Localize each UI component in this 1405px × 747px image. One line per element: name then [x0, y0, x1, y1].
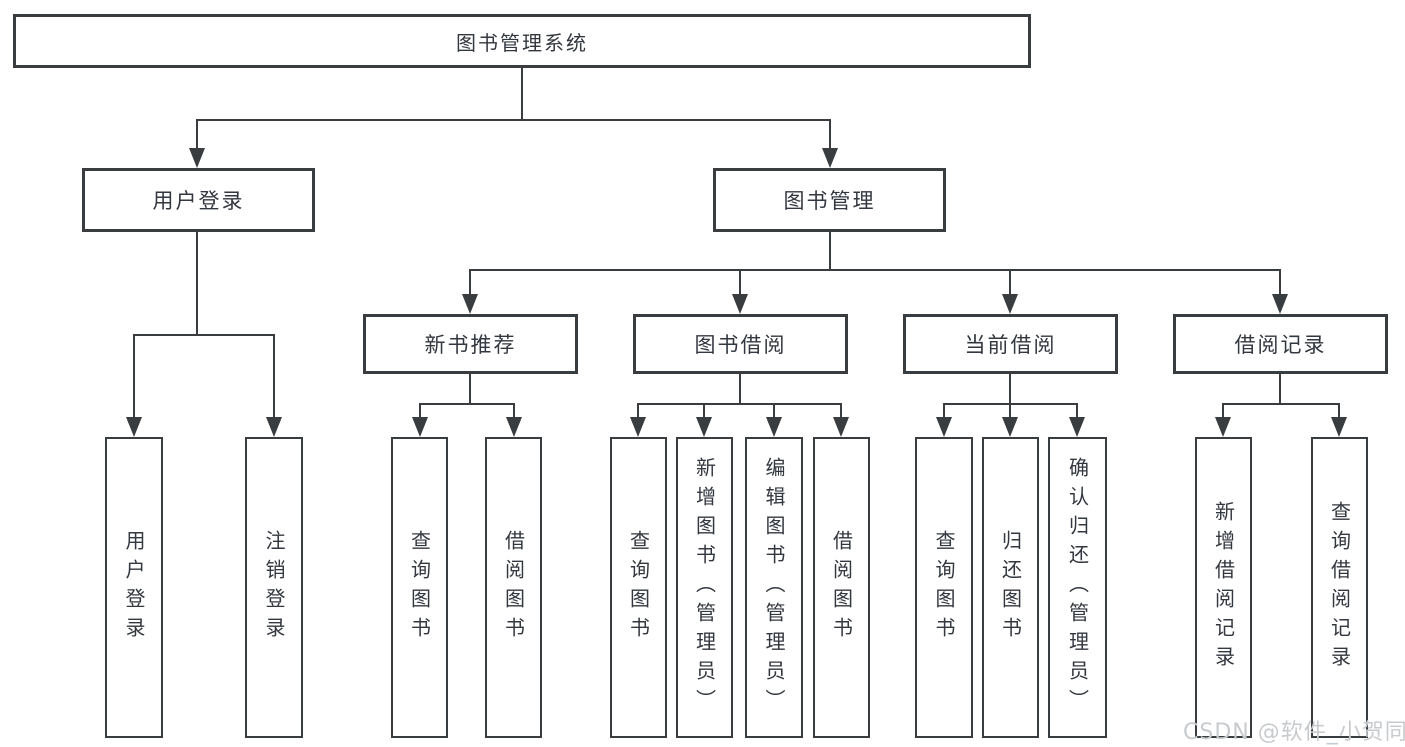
- arrow-down-icon: [126, 417, 142, 437]
- node-library-management-system: 图书管理系统: [13, 14, 1031, 68]
- arrow-down-icon: [822, 148, 838, 168]
- connector-line: [469, 269, 471, 297]
- connector-line: [829, 119, 831, 151]
- connector-line: [1009, 403, 1011, 421]
- leaf-return-book: 归还图书: [982, 437, 1039, 738]
- connector-line: [1338, 403, 1340, 421]
- connector-line: [1076, 403, 1078, 421]
- connector-line: [1009, 269, 1011, 297]
- leaf-borrow-books: 借阅图书: [813, 437, 870, 738]
- connector-line: [840, 403, 842, 421]
- leaf-user-login: 用户登录: [105, 437, 163, 738]
- connector-line: [1279, 374, 1281, 405]
- connector-line: [773, 403, 775, 421]
- leaf-query-borrow-record: 查询借阅记录: [1311, 437, 1368, 738]
- connector-line: [637, 403, 842, 405]
- leaf-query-books-recommend: 查询图书: [391, 437, 448, 738]
- arrow-down-icon: [1272, 294, 1288, 314]
- connector-line: [196, 119, 198, 151]
- arrow-down-icon: [936, 417, 952, 437]
- arrow-down-icon: [732, 294, 748, 314]
- leaf-query-books-current: 查询图书: [915, 437, 973, 738]
- leaf-add-borrow-record: 新增借阅记录: [1195, 437, 1252, 738]
- connector-line: [133, 334, 275, 336]
- node-book-borrowing: 图书借阅: [633, 314, 848, 374]
- leaf-query-books-borrowing: 查询图书: [610, 437, 667, 738]
- arrow-down-icon: [266, 417, 282, 437]
- connector-line: [739, 269, 741, 297]
- connector-line: [703, 403, 705, 421]
- connector-line: [521, 67, 523, 120]
- connector-line: [469, 269, 1281, 271]
- node-new-book-recommendation: 新书推荐: [363, 314, 578, 374]
- connector-line: [637, 403, 639, 421]
- leaf-logout: 注销登录: [245, 437, 303, 738]
- connector-line: [196, 119, 831, 121]
- arrow-down-icon: [1215, 417, 1231, 437]
- leaf-borrow-books-recommend: 借阅图书: [485, 437, 542, 738]
- arrow-down-icon: [412, 417, 428, 437]
- connector-line: [943, 403, 945, 421]
- connector-line: [829, 232, 831, 271]
- connector-line: [513, 403, 515, 421]
- arrow-down-icon: [1002, 417, 1018, 437]
- node-borrowing-records: 借阅记录: [1173, 314, 1388, 374]
- arrow-down-icon: [506, 417, 522, 437]
- connector-line: [1222, 403, 1224, 421]
- arrow-down-icon: [766, 417, 782, 437]
- arrow-down-icon: [696, 417, 712, 437]
- connector-line: [739, 374, 741, 405]
- leaf-edit-book-admin: 编辑图书（管理员）: [745, 437, 803, 738]
- arrow-down-icon: [833, 417, 849, 437]
- connector-line: [469, 374, 471, 405]
- arrow-down-icon: [1069, 417, 1085, 437]
- connector-line: [1222, 403, 1340, 405]
- connector-line: [1279, 269, 1281, 297]
- connector-line: [1009, 374, 1011, 405]
- connector-line: [273, 334, 275, 420]
- arrow-down-icon: [630, 417, 646, 437]
- connector-line: [419, 403, 421, 421]
- connector-line: [419, 403, 515, 405]
- node-user-login: 用户登录: [82, 168, 315, 232]
- node-current-borrowing: 当前借阅: [903, 314, 1118, 374]
- arrow-down-icon: [462, 294, 478, 314]
- arrow-down-icon: [1331, 417, 1347, 437]
- connector-line: [133, 334, 135, 420]
- leaf-add-book-admin: 新增图书（管理员）: [676, 437, 733, 738]
- arrow-down-icon: [189, 148, 205, 168]
- leaf-confirm-return-admin: 确认归还（管理员）: [1048, 437, 1107, 738]
- csdn-watermark: CSDN @软件_小贺同学: [1183, 720, 1405, 745]
- node-book-management: 图书管理: [713, 168, 946, 232]
- connector-line: [196, 232, 198, 336]
- arrow-down-icon: [1002, 294, 1018, 314]
